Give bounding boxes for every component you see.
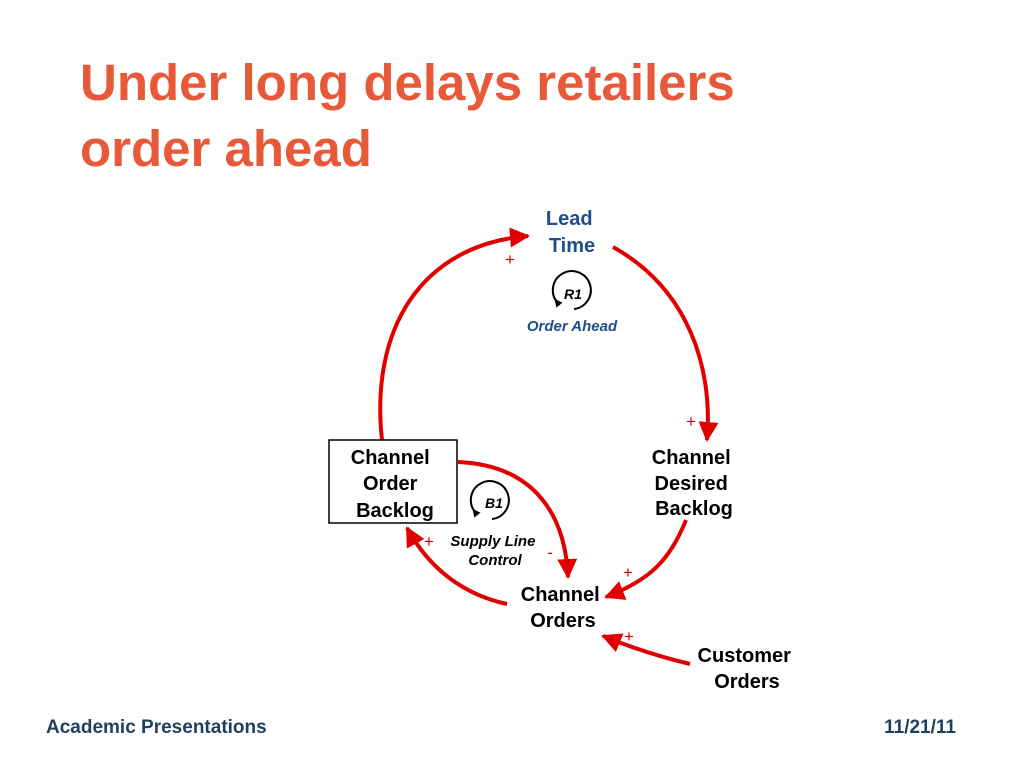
node-lead-time: Lead Time bbox=[546, 208, 598, 257]
b1-loop-icon bbox=[469, 480, 510, 520]
polarity-customer-to-orders: + bbox=[624, 627, 634, 646]
link-backlog-to-lead-time bbox=[378, 227, 530, 441]
footer-date: 11/21/11 bbox=[884, 717, 956, 738]
loop-b1-name: Supply Line Control bbox=[450, 533, 539, 569]
link-backlog-to-orders bbox=[457, 460, 578, 579]
polarity-orders-to-backlog: + bbox=[424, 532, 434, 551]
title-line-2: order ahead bbox=[80, 120, 372, 177]
title-line-1: Under long delays retailers bbox=[80, 54, 735, 111]
node-channel-desired-backlog: Channel Desired Backlog bbox=[652, 447, 736, 520]
link-lead-time-to-desired-backlog bbox=[612, 245, 719, 442]
slide-title: Under long delays retailers order ahead bbox=[80, 50, 960, 182]
node-channel-order-backlog: Channel Order Backlog bbox=[351, 447, 435, 522]
loop-b1-id: B1 bbox=[485, 495, 503, 511]
polarity-backlog-to-orders: - bbox=[547, 543, 553, 562]
footer-organization: Academic Presentations bbox=[46, 717, 267, 738]
loop-r1-id: R1 bbox=[564, 286, 582, 302]
channel-order-backlog-box bbox=[328, 439, 458, 524]
polarity-backlog-to-lead-time: + bbox=[505, 250, 515, 269]
node-channel-orders: Channel Orders bbox=[521, 584, 605, 632]
link-orders-to-backlog bbox=[405, 526, 508, 606]
polarity-desired-backlog-to-orders: + bbox=[623, 563, 633, 582]
link-desired-backlog-to-orders bbox=[604, 519, 688, 600]
loop-r1-name: Order Ahead bbox=[527, 318, 618, 335]
polarity-lead-time-to-desired-backlog: + bbox=[686, 412, 696, 431]
link-customer-to-orders bbox=[601, 633, 691, 666]
r1-loop-icon bbox=[551, 270, 592, 310]
node-customer-orders: Customer Orders bbox=[698, 645, 797, 693]
